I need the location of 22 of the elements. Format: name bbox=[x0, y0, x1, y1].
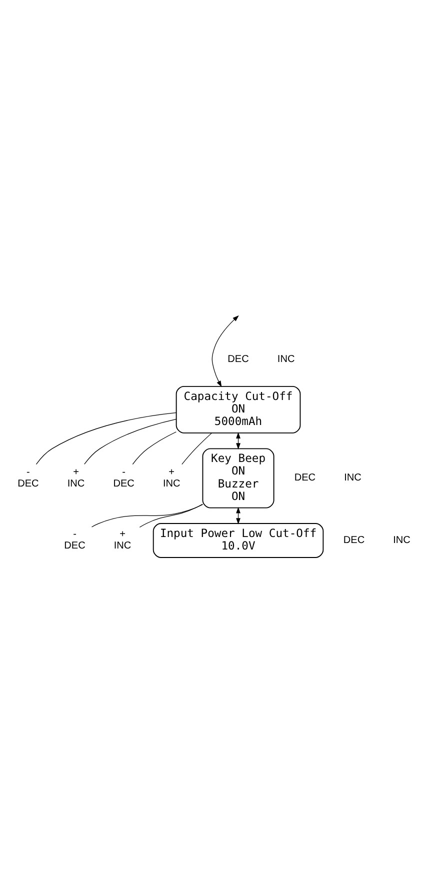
label: DEC bbox=[343, 534, 365, 546]
connector bbox=[84, 418, 176, 464]
connector bbox=[182, 432, 212, 464]
node-text: + INC bbox=[162, 466, 180, 489]
connector bbox=[36, 412, 177, 464]
label: DEC bbox=[294, 472, 316, 484]
label: INC bbox=[344, 472, 362, 484]
arrow bbox=[212, 314, 239, 387]
node-text: - DEC bbox=[113, 466, 134, 489]
connector bbox=[132, 431, 176, 464]
connector bbox=[139, 503, 203, 528]
label: INC bbox=[277, 353, 295, 364]
node-text: + INC bbox=[67, 466, 85, 489]
node-text: - DEC bbox=[18, 466, 39, 489]
node-box: Capacity Cut-Off ON 5000mAh bbox=[176, 385, 301, 433]
node-text: - DEC bbox=[64, 528, 86, 552]
node-box: Input Power Low Cut-Off 10.0V bbox=[152, 522, 324, 558]
label: INC bbox=[393, 534, 410, 546]
node-text: + INC bbox=[114, 528, 132, 552]
connector bbox=[91, 504, 204, 527]
node-box: Key Beep ON Buzzer ON bbox=[202, 448, 274, 508]
label: DEC bbox=[228, 353, 249, 364]
